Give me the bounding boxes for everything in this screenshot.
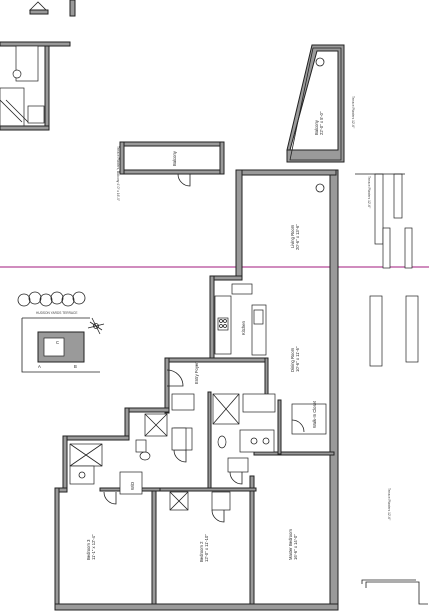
balcony-upper-dims: 22'-0" x 5'-0" [319, 111, 324, 135]
wd-name: W/D [130, 482, 135, 490]
balcony-left-name: Balcony [172, 150, 177, 166]
balcony-left: Balcony [119, 141, 225, 187]
master-bedroom-name: Master Bedroom [288, 529, 293, 560]
key-plan-label: HUDSON YARDS TERRACE [36, 311, 77, 315]
entry-foyer-name: Entry Foyer [194, 362, 199, 384]
dining-room-name: Dining Room [290, 347, 295, 372]
side-note-right-mid: Terrace Planters 12'-6" [367, 176, 371, 208]
balcony-upper-name: Balcony [314, 119, 319, 135]
side-note-right-top: Terrace Planters 12'-6" [351, 96, 355, 128]
bedroom3-name: Bedroom 3 [86, 539, 91, 560]
key-unit-b: B [74, 364, 77, 369]
bathrooms: Walk-In Closet W/D [69, 393, 327, 523]
dining-room-dims: 10'-6" x 11'-6" [295, 346, 300, 372]
kitchen-name: Kitchen [241, 320, 246, 335]
key-unit-a: A [38, 364, 41, 369]
living-room-name: Living Room [290, 224, 295, 248]
walk-in-closet-name: Walk-In Closet [312, 400, 317, 428]
north-arrow-icon [87, 317, 105, 335]
side-note-right-low: Terrace Planters 12'-6" [387, 488, 391, 520]
tree-row [17, 291, 86, 307]
bedroom2-dims: 12'-0" x 11'-10" [204, 534, 209, 562]
key-unit-c: C [56, 340, 59, 345]
living-room-dims: 20'-6" x 13'-6" [295, 224, 300, 250]
master-bedroom-dims: 16'-6" x 14'-0" [293, 534, 298, 560]
terrace-planters: Terrace Planters 12'-6" Terrace Planters… [116, 96, 428, 605]
bedrooms: Bedroom 3 11'-1" x 12'-4" Bedroom 2 12'-… [86, 529, 298, 562]
bedroom3-dims: 11'-1" x 12'-4" [91, 534, 96, 560]
bedroom2-name: Bedroom 2 [199, 541, 204, 562]
key-plan: HUDSON YARDS TERRACE A B C [17, 291, 105, 373]
neighbor-unit [0, 0, 76, 131]
living-dining: Living Room 20'-6" x 13'-6" Dining Room … [290, 224, 300, 372]
kitchen: Kitchen [214, 283, 267, 356]
side-note-left-balcony: Terrace Planters, Balcony 4'-0" x 16'-0" [116, 146, 120, 201]
balcony-upper: Balcony 22'-0" x 5'-0" [286, 44, 345, 193]
unit-walls [54, 169, 339, 611]
